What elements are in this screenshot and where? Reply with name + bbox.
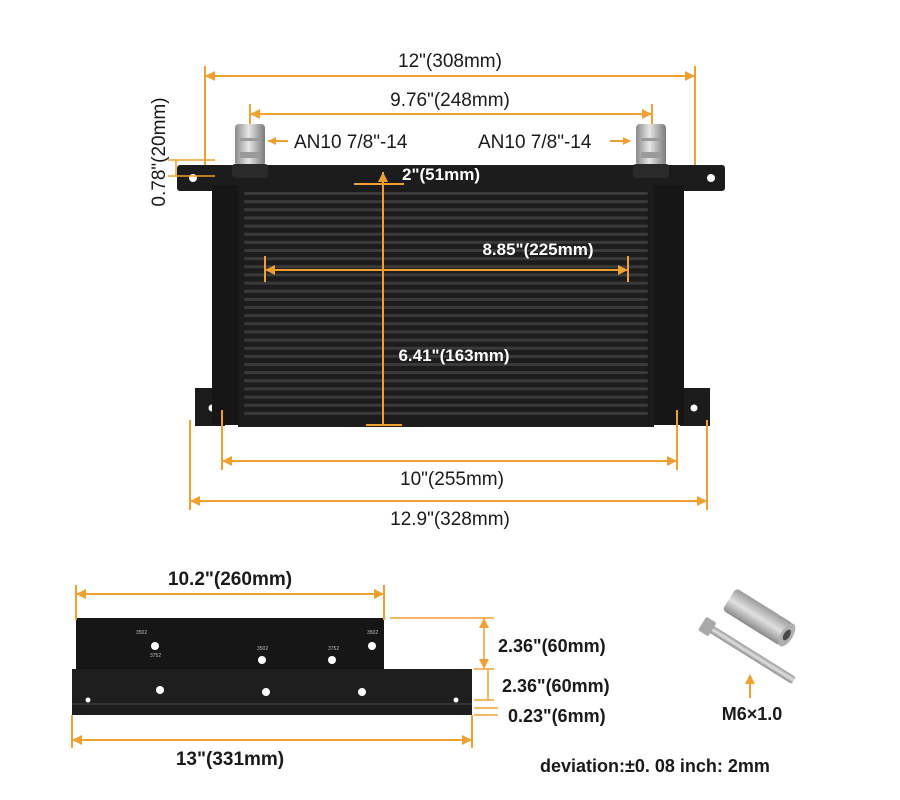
cooler-fin-row xyxy=(244,330,648,334)
bracket-thickness-label: 0.23"(6mm) xyxy=(508,706,606,726)
cooler-fin-row xyxy=(244,240,648,244)
flange-hole-left xyxy=(189,174,197,182)
hardware-label: M6×1.0 xyxy=(722,704,783,724)
cooler-fin-row xyxy=(244,208,648,212)
an-fitting-right xyxy=(633,124,669,178)
cooler-fin-row xyxy=(244,395,648,399)
bracket-stamp: 3502 xyxy=(136,630,147,636)
cooler-fin-row xyxy=(244,232,648,236)
bracket-upper-height-label: 2.36"(60mm) xyxy=(498,636,606,656)
bracket-stamp: 3752 xyxy=(328,646,339,652)
cooler-fin-row xyxy=(244,379,648,383)
an-fitting-left xyxy=(232,124,268,178)
foot-hole-right xyxy=(690,404,698,412)
flange-thickness-label: 0.78"(20mm) xyxy=(149,97,170,206)
port-right-label: AN10 7/8"-14 xyxy=(478,132,592,153)
overall-width-label: 12"(308mm) xyxy=(398,51,502,72)
cooler-fin-row xyxy=(244,224,648,228)
m6-bolt-and-spacer xyxy=(698,589,796,698)
cooler-fin-row xyxy=(244,354,648,358)
cooler-dimension-lines xyxy=(168,66,708,510)
bracket-top-length-label: 10.2"(260mm) xyxy=(168,569,292,590)
cooler-fin-row xyxy=(244,314,648,318)
cooler-fin-row xyxy=(244,289,648,293)
flange-hole-right xyxy=(707,174,715,182)
bracket-lower-plate xyxy=(72,669,472,715)
cooler-fin-row xyxy=(244,363,648,366)
cooler-fin-row xyxy=(244,200,648,204)
cooler-core xyxy=(238,183,654,427)
cooler-fin-row xyxy=(244,249,648,252)
cooler-fin-row xyxy=(244,306,648,309)
oil-cooler xyxy=(177,124,725,427)
total-width-label: 12.9"(328mm) xyxy=(390,509,510,530)
core-width-label: 8.85"(225mm) xyxy=(482,240,593,259)
bracket-stamp: 3502 xyxy=(257,646,268,652)
bracket-bottom-length-label: 13"(331mm) xyxy=(176,749,284,770)
mounting-bracket: 3502 3752 3502 3752 3502 xyxy=(72,618,472,715)
cooler-fin-row xyxy=(244,346,648,350)
bracket-dimension-lines xyxy=(71,585,498,748)
cooler-fin-row xyxy=(244,371,648,375)
bracket-stamp: 3502 xyxy=(367,630,378,636)
cooler-fin-row xyxy=(244,403,648,407)
port-left-label: AN10 7/8"-14 xyxy=(294,132,408,153)
cooler-fin-row xyxy=(244,257,648,261)
cooler-fin-row xyxy=(244,387,648,391)
bracket-lower-height-label: 2.36"(60mm) xyxy=(502,676,610,696)
cooler-fin-row xyxy=(244,216,648,220)
end-tank-label: 2"(51mm) xyxy=(402,165,480,184)
cooler-fin-row xyxy=(244,322,648,326)
mount-spacing-label: 10"(255mm) xyxy=(400,469,504,490)
cooler-fin-row xyxy=(244,265,648,269)
core-height-label: 6.41"(163mm) xyxy=(398,346,509,365)
cooler-fins xyxy=(244,192,648,415)
cooler-fin-row xyxy=(244,338,648,342)
cooler-fin-row xyxy=(244,273,648,277)
cooler-fin-row xyxy=(244,192,648,195)
cooler-fin-row xyxy=(244,281,648,285)
deviation-note: deviation:±0. 08 inch: 2mm xyxy=(540,756,770,776)
port-spacing-label: 9.76"(248mm) xyxy=(390,90,510,111)
cooler-fin-row xyxy=(244,411,648,415)
bracket-stamp: 3752 xyxy=(150,653,161,659)
cooler-fin-row xyxy=(244,297,648,301)
